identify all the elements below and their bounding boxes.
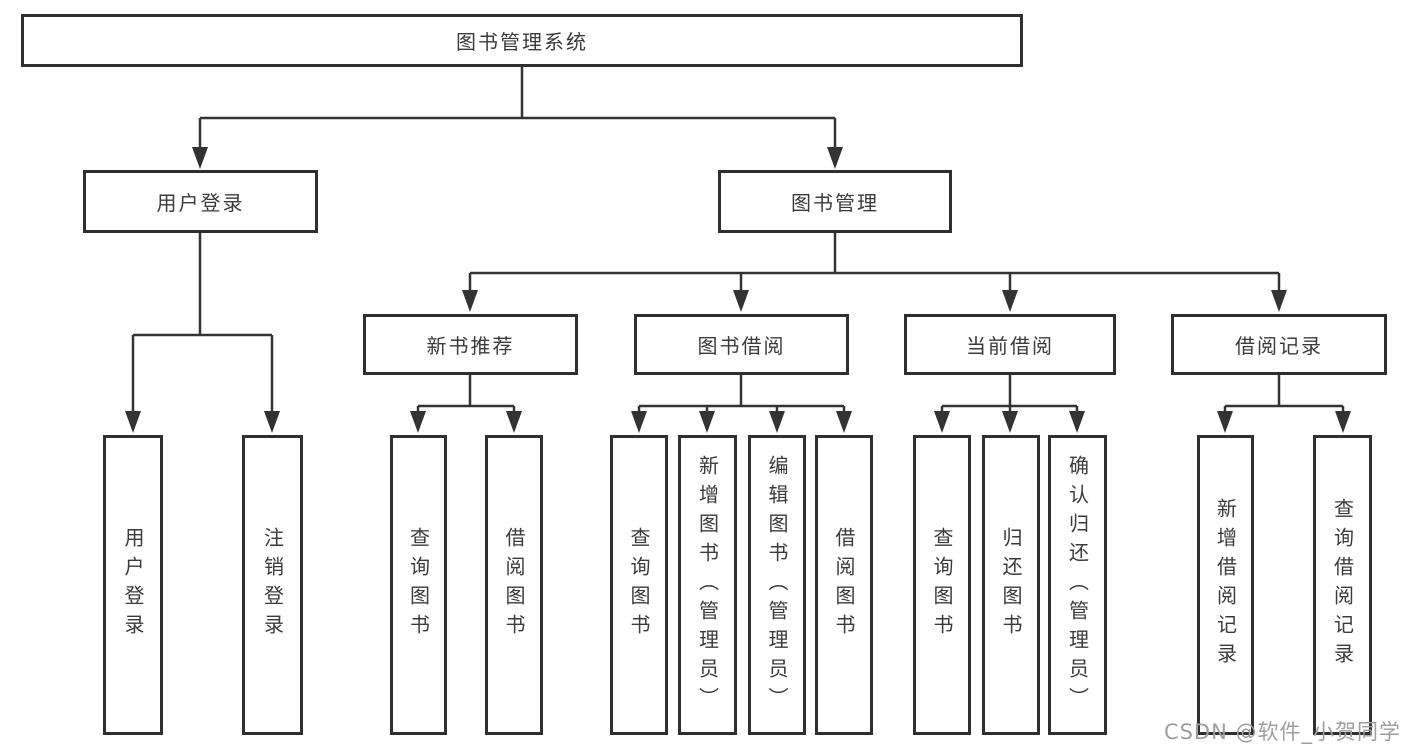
node-leaf-borrow-book-2-label: 借阅图书 (832, 527, 856, 643)
node-leaf-add-book-admin-label: 新增图书（管理员） (695, 454, 720, 716)
connector-user-login-fan (125, 233, 280, 433)
node-root-label: 图书管理系统 (456, 30, 588, 54)
node-new-book-recommend: 新书推荐 (363, 314, 578, 375)
node-borrow-records: 借阅记录 (1171, 314, 1387, 375)
node-leaf-confirm-return-admin-label: 确认归还（管理员） (1065, 454, 1090, 716)
node-root: 图书管理系统 (21, 14, 1023, 67)
connector-root-fan (192, 67, 843, 169)
node-leaf-edit-book-admin-label: 编辑图书（管理员） (765, 454, 789, 716)
node-leaf-query-book-2: 查询图书 (610, 435, 668, 735)
node-leaf-add-book-admin: 新增图书（管理员） (678, 435, 737, 735)
node-leaf-query-borrow-record-label: 查询借阅记录 (1330, 498, 1355, 672)
node-leaf-borrow-book-1: 借阅图书 (485, 435, 543, 735)
node-leaf-query-borrow-record: 查询借阅记录 (1313, 435, 1372, 735)
node-leaf-borrow-book-2: 借阅图书 (815, 435, 873, 735)
node-leaf-query-book-1: 查询图书 (390, 435, 447, 735)
connector-book-borrow-fan (631, 375, 852, 433)
node-leaf-borrow-book-1-label: 借阅图书 (502, 527, 526, 643)
node-user-login: 用户登录 (83, 170, 318, 233)
node-leaf-user-login: 用户登录 (103, 435, 163, 735)
node-leaf-edit-book-admin: 编辑图书（管理员） (748, 435, 806, 735)
node-leaf-query-book-2-label: 查询图书 (627, 527, 651, 643)
node-leaf-logout-label: 注销登录 (260, 527, 285, 643)
node-leaf-query-book-3-label: 查询图书 (930, 527, 954, 643)
node-leaf-user-login-label: 用户登录 (121, 527, 145, 643)
node-leaf-query-book-3: 查询图书 (913, 435, 971, 735)
node-leaf-add-borrow-record: 新增借阅记录 (1197, 435, 1254, 735)
node-leaf-return-book-label: 归还图书 (999, 527, 1023, 643)
connector-book-management-fan (462, 233, 1287, 312)
connector-new-book-recommend-fan (410, 375, 522, 433)
node-new-book-recommend-label: 新书推荐 (426, 334, 515, 358)
node-current-borrow-label: 当前借阅 (966, 334, 1054, 358)
node-leaf-confirm-return-admin: 确认归还（管理员） (1048, 435, 1107, 735)
node-book-borrow-label: 图书借阅 (697, 334, 786, 358)
node-book-management-label: 图书管理 (791, 191, 879, 215)
node-leaf-query-book-1-label: 查询图书 (406, 527, 431, 643)
node-borrow-records-label: 借阅记录 (1235, 334, 1323, 358)
node-book-borrow: 图书借阅 (634, 314, 849, 375)
csdn-watermark: CSDN @软件_小贺同学 (1163, 720, 1401, 744)
node-leaf-add-borrow-record-label: 新增借阅记录 (1213, 498, 1238, 672)
node-leaf-return-book: 归还图书 (982, 435, 1040, 735)
node-leaf-logout: 注销登录 (242, 435, 303, 735)
connector-borrow-records-fan (1217, 375, 1351, 433)
node-current-borrow: 当前借阅 (904, 314, 1116, 375)
node-user-login-label: 用户登录 (156, 191, 245, 215)
node-book-management: 图书管理 (718, 170, 952, 233)
connector-current-borrow-fan (934, 375, 1085, 433)
